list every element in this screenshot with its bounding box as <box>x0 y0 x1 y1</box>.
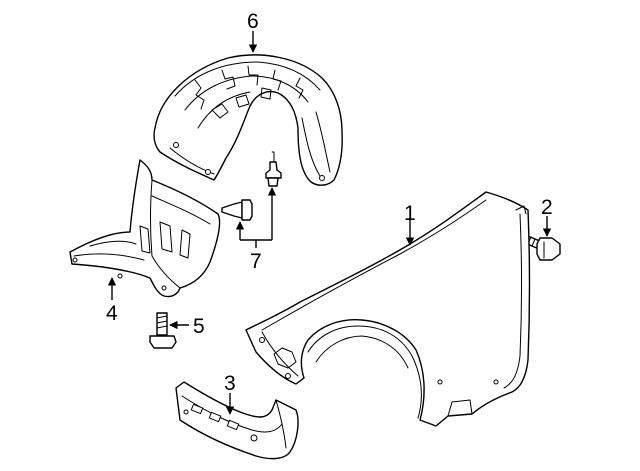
callout-6: 6 <box>247 10 259 33</box>
callout-3: 3 <box>224 372 236 395</box>
front-fender <box>245 191 531 427</box>
bolt-5 <box>149 312 177 349</box>
push-clip-lower <box>221 199 253 221</box>
bolt-2 <box>524 235 561 261</box>
push-clip-upper <box>265 151 282 187</box>
callout-2: 2 <box>541 196 553 219</box>
fender-liner <box>153 54 343 186</box>
callout-1: 1 <box>404 202 416 225</box>
leader-7-bracket <box>240 239 272 248</box>
callout-7: 7 <box>250 250 262 273</box>
callout-5: 5 <box>193 315 205 338</box>
fender-bracket <box>175 381 299 460</box>
splash-shield <box>69 159 221 298</box>
callout-4: 4 <box>106 302 118 325</box>
